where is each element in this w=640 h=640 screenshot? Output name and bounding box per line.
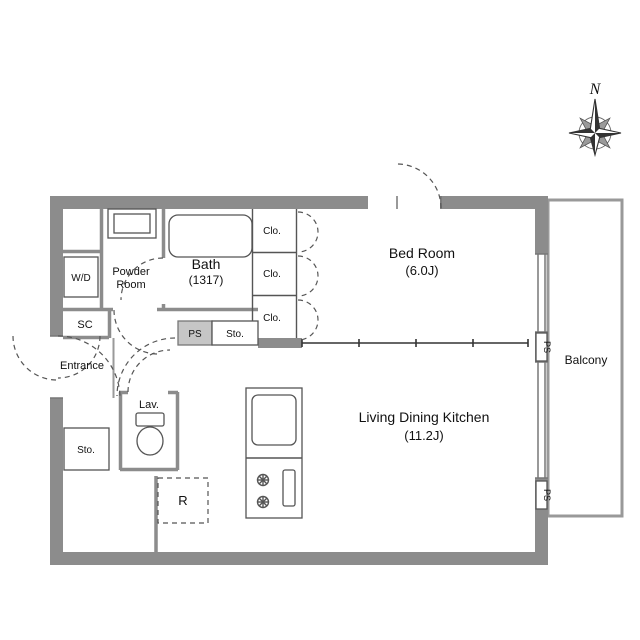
compass-north-label: N (589, 81, 602, 98)
washer-dryer-unit (63, 256, 99, 298)
powder-room-door-swing (113, 309, 159, 355)
stove-burner-icon (256, 473, 270, 487)
ps-center-label: PS (188, 329, 202, 340)
entrance-door-swing-in-2 (57, 335, 101, 379)
interior-walls (63, 209, 302, 552)
vanity-unit (107, 208, 157, 239)
kitchen-counter (245, 387, 303, 519)
shoe-closet-label: SC (77, 319, 92, 331)
sliding-partition (301, 339, 529, 347)
ps-right-bottom-box (535, 480, 548, 510)
kitchen-sink (251, 394, 297, 446)
stove-burner-icon (256, 495, 270, 509)
bedroom-top-door-swing (396, 163, 442, 209)
balcony-window-ldk (535, 361, 548, 479)
entrance-door-swing-in-1 (57, 335, 121, 399)
balcony-window-bedroom (535, 253, 548, 333)
ps-right-top-label: PS (542, 341, 552, 353)
ps-right-top-box (535, 332, 548, 362)
toilet (135, 412, 165, 456)
closet1-door-swing (297, 211, 319, 253)
room-labels: Bath (1317) Powder Room W/D SC Entrance … (60, 226, 607, 508)
storage-hall-label: Sto. (77, 445, 95, 456)
closet2-door-swing (297, 255, 319, 297)
bath-label: Bath (192, 256, 221, 272)
bath-door-swing (120, 257, 164, 301)
powder-room-label-line2: Room (116, 279, 145, 291)
bath-size-label: (1317) (189, 273, 224, 287)
lavatory-label: Lav. (139, 399, 159, 411)
storage-center-label: Sto. (226, 329, 244, 340)
ldk-size-label: (11.2J) (404, 428, 444, 443)
entrance-label: Entrance (60, 360, 104, 372)
entrance-door-swing-out (12, 335, 58, 381)
hall-door-swing (116, 337, 176, 397)
fixtures (63, 208, 548, 519)
bathtub (168, 214, 253, 258)
balcony-label: Balcony (565, 353, 608, 367)
storage-closet-hall-left (63, 427, 110, 471)
powder-room-label-line1: Powder (112, 266, 150, 278)
storage-center-box (211, 320, 259, 346)
ldk-label: Living Dining Kitchen (359, 409, 490, 425)
refrigerator-space-outline (157, 477, 209, 524)
ps-center-box (177, 320, 213, 346)
compass-rose-icon (568, 98, 622, 158)
lavatory-door-swing (127, 349, 171, 393)
closet-2-label: Clo. (263, 269, 281, 280)
door-swings (12, 163, 442, 524)
bedroom-label: Bed Room (389, 245, 455, 261)
bedroom-size-label: (6.0J) (405, 263, 438, 278)
closet3-door-swing (297, 299, 319, 341)
washer-dryer-label: W/D (71, 273, 90, 284)
ps-right-bottom-label: PS (542, 489, 552, 501)
closet-3-label: Clo. (263, 313, 281, 324)
closet-1-label: Clo. (263, 226, 281, 237)
stove-grill (282, 469, 296, 507)
refrigerator-label: R (178, 493, 187, 508)
